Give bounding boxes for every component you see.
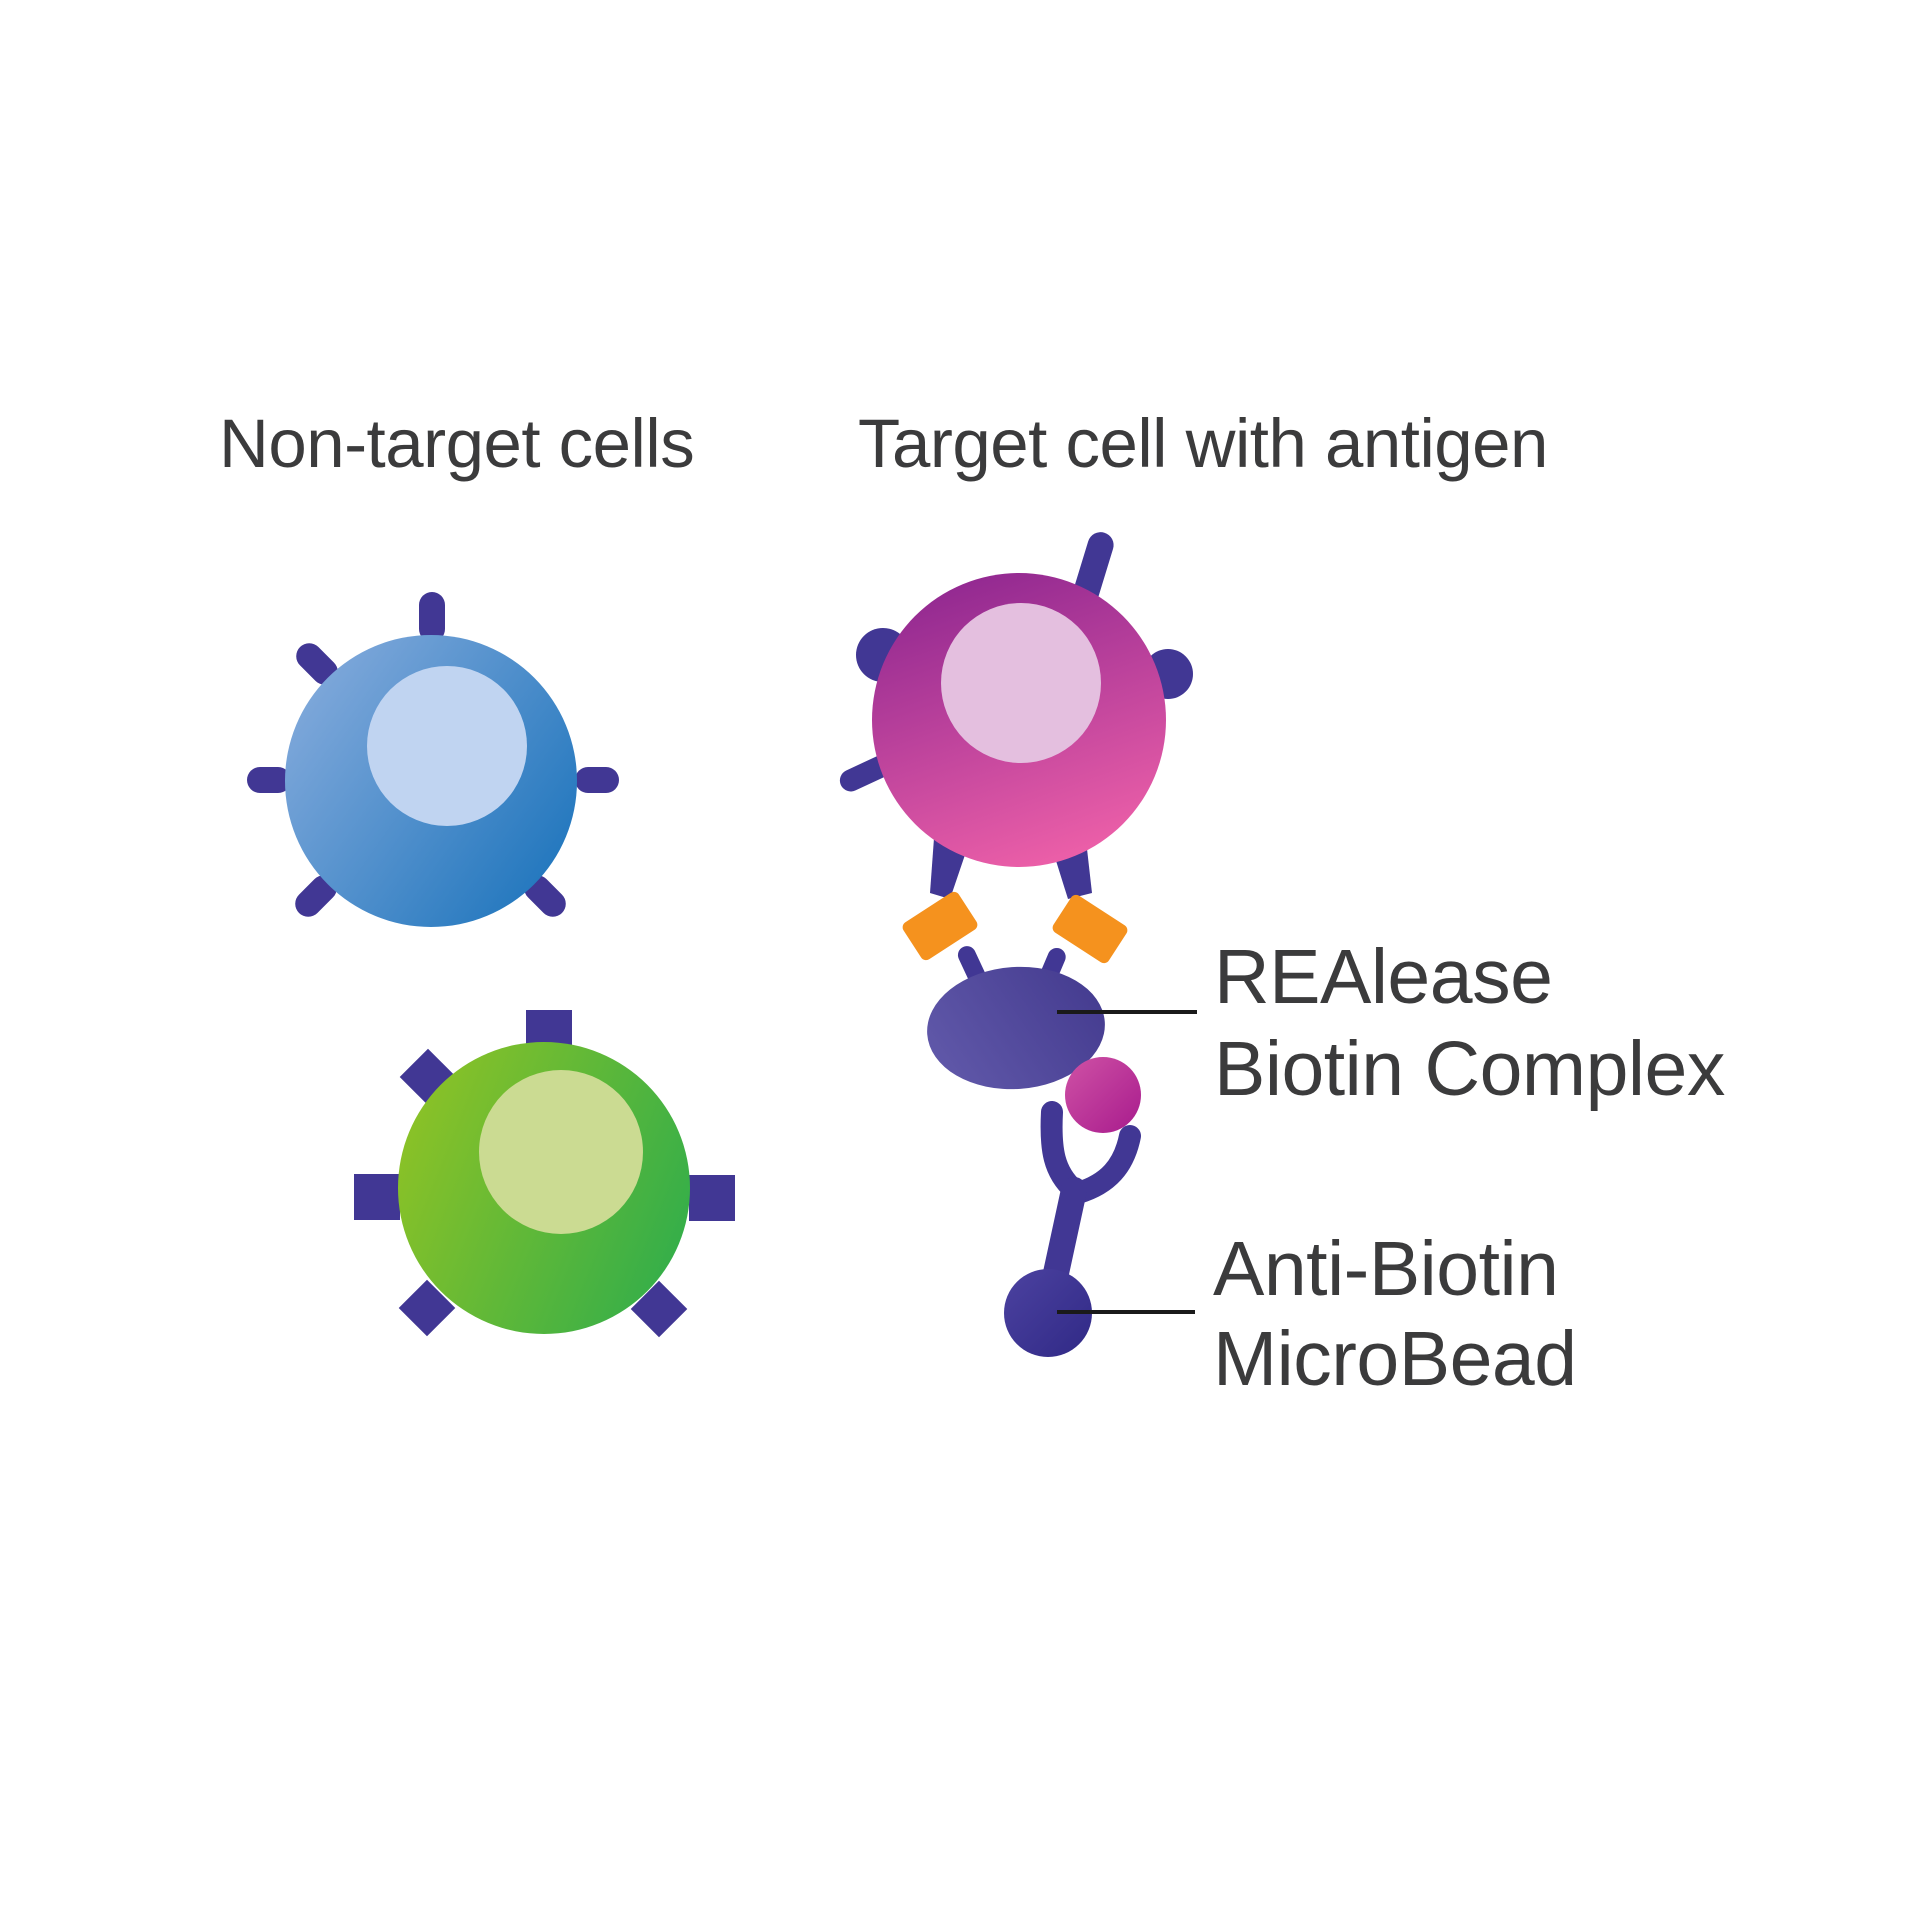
heading-target-cell-with-antigen: Target cell with antigen	[858, 405, 1548, 482]
blue-receptor-top-icon	[419, 592, 445, 642]
target-cell-nucleus	[941, 603, 1101, 763]
biotin-right-icon	[1052, 894, 1128, 964]
blue-receptor-lower-left-icon	[295, 875, 337, 917]
anti-biotin-microbead-body	[1004, 1269, 1092, 1357]
realease-biotin-complex-body	[927, 966, 1105, 1090]
released-biotin-ball	[1065, 1057, 1141, 1133]
microbead-label-line2: MicroBead	[1213, 1316, 1577, 1402]
green-receptor-lower-right-icon	[630, 1280, 688, 1338]
blue-cell-nucleus	[367, 666, 527, 826]
target-cell-with-antigen	[839, 532, 1193, 1357]
blue-receptor-right-icon	[575, 767, 619, 793]
green-receptor-left-icon	[354, 1174, 400, 1220]
green-cell-nucleus	[479, 1070, 643, 1234]
blue-receptor-lower-right-icon	[524, 875, 566, 917]
heading-non-target-cells: Non-target cells	[219, 405, 694, 482]
blue-receptor-upper-left-icon	[296, 643, 338, 685]
annotation-labels: REAlease Biotin Complex Anti-Biotin Micr…	[1213, 934, 1725, 1402]
microbead-label-line1: Anti-Biotin	[1213, 1226, 1558, 1312]
blue-receptor-left-icon	[247, 767, 291, 793]
leader-lines	[1057, 1010, 1197, 1314]
blue-cell-receptor-icons	[247, 592, 619, 917]
green-receptor-right-icon	[689, 1175, 735, 1221]
green-receptor-lower-left-icon	[398, 1279, 456, 1337]
non-target-cell-blue	[247, 592, 619, 927]
antibody-y-right-arm	[1067, 1125, 1141, 1204]
biotin-icons	[902, 891, 1128, 964]
realease-label-line1: REAlease	[1214, 934, 1552, 1020]
realease-label-line2: Biotin Complex	[1214, 1026, 1725, 1112]
biotin-left-icon	[902, 891, 978, 961]
non-target-cell-green	[354, 1010, 735, 1338]
